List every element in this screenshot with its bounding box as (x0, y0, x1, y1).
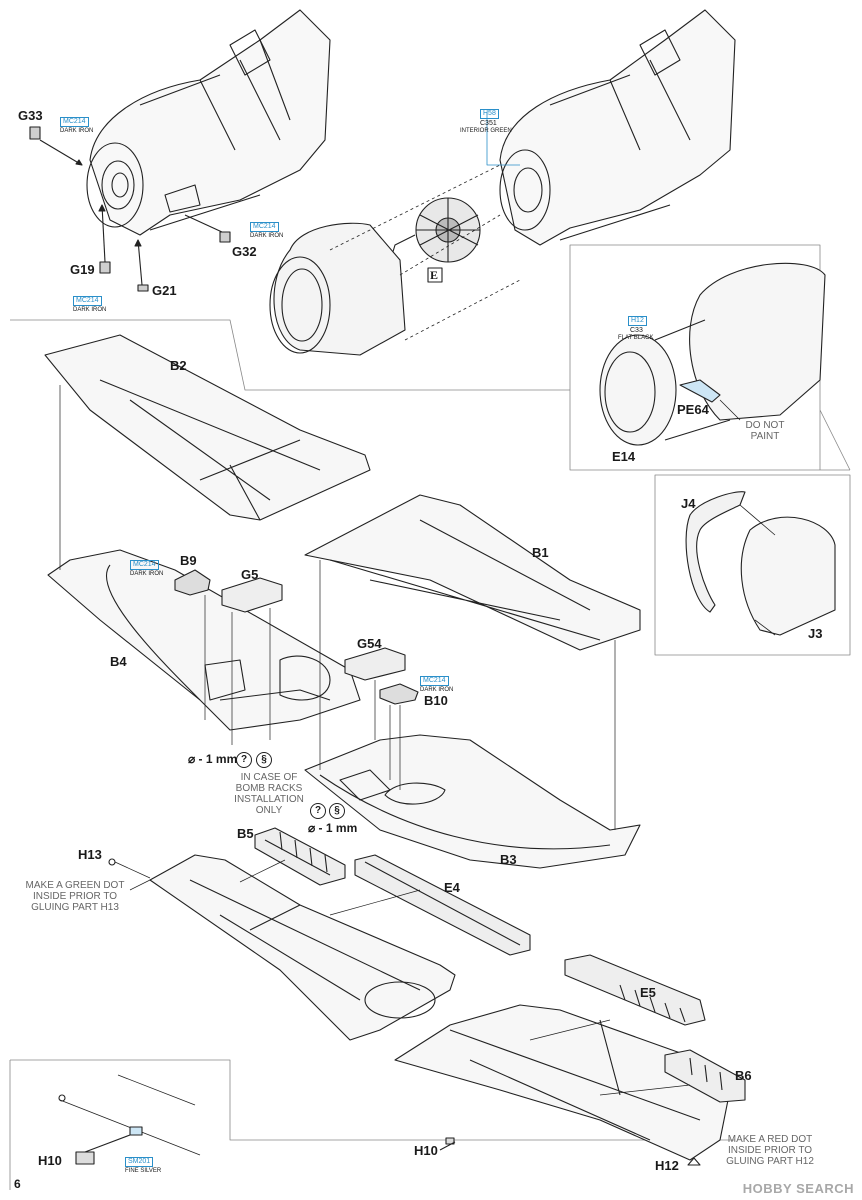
cowl-detail-j3-j4 (685, 491, 836, 636)
label-b9: B9 (180, 553, 197, 568)
paint-name: FINE SILVER (125, 1168, 162, 1174)
paint-name: DARK IRON (60, 128, 94, 134)
section-frame-lines (9, 244, 851, 1190)
note-green-dot: MAKE A GREEN DOT INSIDE PRIOR TO GLUING … (25, 880, 125, 913)
label-g32: G32 (232, 244, 257, 259)
wing-b1 (304, 494, 641, 651)
part-pe64 (679, 379, 721, 403)
label-pe64: PE64 (677, 402, 709, 417)
cowling-main (269, 222, 406, 356)
label-g5: G5 (241, 567, 259, 582)
note-red-dot: MAKE A RED DOT INSIDE PRIOR TO GLUING PA… (726, 1134, 814, 1167)
paint-code: MC214 (130, 560, 159, 570)
label-h10-left: H10 (38, 1153, 62, 1168)
radial-engine (391, 197, 481, 263)
paint-code: H58 (480, 109, 499, 119)
drill-icon: § (329, 803, 345, 819)
wing-bottom-right (394, 1004, 731, 1161)
paint-code: MC214 (250, 222, 279, 232)
part-e-box (427, 267, 443, 283)
part-g54 (344, 647, 406, 681)
drill-icon: § (256, 752, 272, 768)
cowl-detail-e14 (599, 262, 826, 446)
part-g5 (221, 577, 283, 613)
part-h13 (108, 858, 116, 866)
antenna-wire (59, 1074, 201, 1156)
label-b10: B10 (424, 693, 448, 708)
label-b4: B4 (110, 654, 127, 669)
question-icon: ? (236, 752, 252, 768)
part-h12 (687, 1157, 701, 1166)
paint-code-alt: C33 (630, 327, 643, 334)
label-g54: G54 (357, 636, 382, 651)
label-h12: H12 (655, 1158, 679, 1173)
part-g21 (137, 284, 149, 292)
aileron-b6 (664, 1049, 746, 1103)
label-g33: G33 (18, 108, 43, 123)
paint-name: INTERIOR GREEN (460, 128, 512, 134)
paint-name: DARK IRON (250, 233, 284, 239)
paint-callout-g33: MC214 DARK IRON (60, 110, 93, 135)
part-b10 (379, 683, 419, 705)
note-do-not-paint: DO NOT PAINT (745, 420, 785, 442)
wing-b2 (44, 334, 371, 521)
label-e4: E4 (444, 880, 460, 895)
part-h10-small (129, 1126, 143, 1136)
label-h10-right: H10 (414, 1143, 438, 1158)
label-b2: B2 (170, 358, 187, 373)
paint-name: FLAT BLACK (618, 335, 654, 341)
paint-name: DARK IRON (73, 307, 107, 313)
paint-code: MC214 (420, 676, 449, 686)
label-b1: B1 (532, 545, 549, 560)
part-g33 (29, 126, 41, 140)
wing-b3 (304, 734, 641, 869)
flap-e4 (354, 854, 531, 956)
fuselage-front-left (86, 9, 331, 236)
paint-callout-cowl: H12 C33 FLAT BLACK (618, 309, 653, 342)
label-g21: G21 (152, 283, 177, 298)
part-b9 (174, 569, 211, 596)
fuselage-front-right (499, 9, 736, 246)
label-b3: B3 (500, 852, 517, 867)
aileron-b5 (254, 827, 346, 886)
paint-code: MC214 (60, 117, 89, 127)
paint-code: H12 (628, 316, 647, 326)
paint-callout-g21: MC214 DARK IRON (73, 289, 106, 314)
label-h13: H13 (78, 847, 102, 862)
part-h10-block (75, 1151, 95, 1165)
paint-name: DARK IRON (420, 687, 454, 693)
part-g32 (219, 231, 231, 243)
paint-callout-h10: SM201 FINE SILVER (125, 1150, 161, 1175)
label-j3: J3 (808, 626, 823, 641)
label-b6: B6 (735, 1068, 752, 1083)
drill-note-1: ⌀ - 1 mm (188, 752, 238, 766)
drill-note-2: ⌀ - 1 mm (308, 821, 358, 835)
label-e5: E5 (640, 985, 656, 1000)
paint-callout-g32: MC214 DARK IRON (250, 215, 283, 240)
label-e: E (430, 268, 439, 282)
flap-e5 (564, 954, 706, 1026)
page-number: 6 (14, 1177, 21, 1191)
paint-callout-b9: MC214 DARK IRON (130, 553, 163, 578)
label-b5: B5 (237, 826, 254, 841)
paint-callout-b10: MC214 DARK IRON (420, 669, 453, 694)
paint-code-alt: C351 (480, 120, 497, 127)
label-g19: G19 (70, 262, 95, 277)
watermark-logo: HOBBY SEARCH (742, 1181, 854, 1196)
note-bomb-racks: IN CASE OF BOMB RACKS INSTALLATION ONLY (234, 772, 304, 816)
paint-name: DARK IRON (130, 571, 164, 577)
part-g19 (99, 261, 111, 274)
label-j4: J4 (681, 496, 696, 511)
question-icon: ? (310, 803, 326, 819)
paint-callout-engine: H58 C351 INTERIOR GREEN (460, 102, 512, 135)
label-e14: E14 (612, 449, 636, 464)
wing-mid-left (149, 854, 456, 1041)
part-h10-pin (445, 1137, 455, 1145)
paint-code: SM201 (125, 1157, 154, 1167)
paint-code: MC214 (73, 296, 102, 306)
